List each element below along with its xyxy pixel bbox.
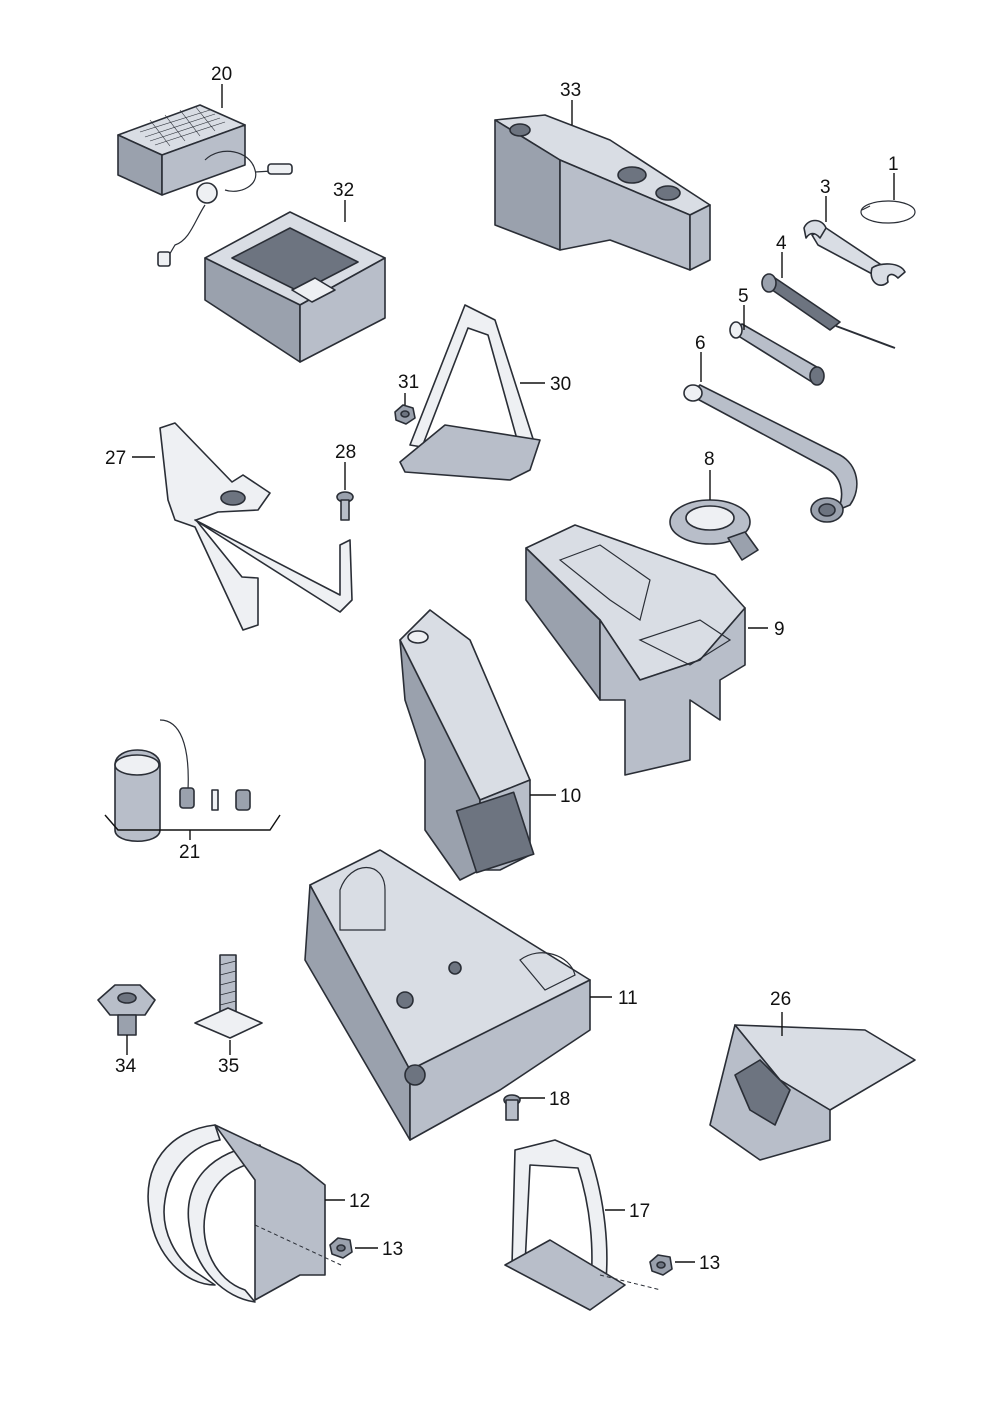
part-18-bolt xyxy=(503,1094,521,1121)
part-13-nut-a xyxy=(329,1237,353,1259)
callout-8: 8 xyxy=(704,449,715,470)
callout-11: 11 xyxy=(618,988,638,1009)
part-32-tray xyxy=(204,211,386,363)
callout-34: 34 xyxy=(115,1056,137,1077)
part-27-strap xyxy=(159,422,353,631)
part-20-compressor xyxy=(117,104,293,267)
part-31-nut xyxy=(394,404,416,425)
part-28-bolt xyxy=(336,491,354,521)
part-5-tube xyxy=(729,321,825,386)
part-13-nut-b xyxy=(649,1254,673,1276)
part-26-mat xyxy=(709,1024,916,1161)
part-11-foam-tray xyxy=(304,849,591,1141)
callout-28: 28 xyxy=(335,442,356,463)
callout-1: 1 xyxy=(888,154,899,175)
part-35-bolt xyxy=(194,954,263,1039)
part-33-foam-insert xyxy=(494,114,711,271)
callout-30: 30 xyxy=(550,374,571,395)
callout-26: 26 xyxy=(770,989,791,1010)
callout-31: 31 xyxy=(398,372,419,393)
leader-lines xyxy=(126,84,895,1291)
part-6-wheel-brace xyxy=(683,384,858,523)
callout-35: 35 xyxy=(218,1056,239,1077)
callout-9: 9 xyxy=(774,619,785,640)
callout-labels: 20 32 33 1 3 4 5 6 8 9 30 31 27 28 10 21… xyxy=(105,64,899,1274)
callout-32: 32 xyxy=(333,180,354,201)
callout-17: 17 xyxy=(629,1201,650,1222)
part-3-wrench xyxy=(803,219,906,286)
part-17-strap-bracket xyxy=(504,1139,626,1311)
callout-5: 5 xyxy=(738,286,749,307)
part-12-double-strap xyxy=(147,1124,326,1303)
callout-13-a: 13 xyxy=(382,1239,403,1260)
callout-12: 12 xyxy=(349,1191,370,1212)
callout-13-b: 13 xyxy=(699,1253,720,1274)
callout-18: 18 xyxy=(549,1089,570,1110)
callout-21: 21 xyxy=(179,842,200,863)
callout-33: 33 xyxy=(560,80,581,101)
callout-10: 10 xyxy=(560,786,581,807)
callout-27: 27 xyxy=(105,448,126,469)
part-34-knob xyxy=(97,984,156,1036)
part-9-foam-insert xyxy=(525,524,746,776)
part-21-hose-kit xyxy=(104,719,281,842)
part-4-screwdriver xyxy=(761,273,896,349)
callout-4: 4 xyxy=(776,233,787,254)
part-30-bracket xyxy=(399,304,541,481)
callout-20: 20 xyxy=(211,64,232,85)
callout-3: 3 xyxy=(820,177,831,198)
part-1-clip xyxy=(860,200,916,224)
callout-6: 6 xyxy=(695,333,706,354)
part-8-eye-bolt xyxy=(669,499,759,561)
part-10-jack-holder xyxy=(399,609,535,881)
